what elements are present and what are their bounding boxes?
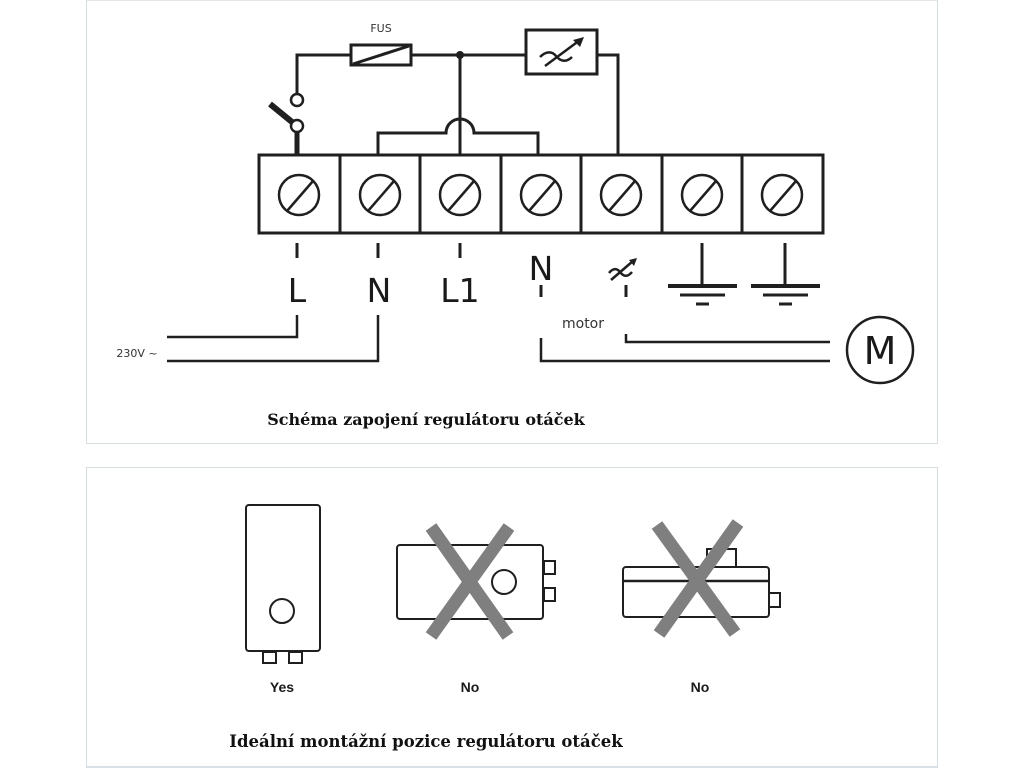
screw-icon <box>680 173 724 217</box>
fuse-icon <box>349 43 413 67</box>
terminal-screws <box>277 173 804 217</box>
motor-symbol: M <box>864 329 897 373</box>
motor-icon <box>845 315 915 385</box>
variable-regulator-icon <box>608 258 637 281</box>
screw-icon <box>519 173 563 217</box>
screw-icon <box>599 173 643 217</box>
motor-wires <box>539 334 830 363</box>
wire-neutral-bridge <box>376 117 540 155</box>
mounting-option-vertical <box>245 504 321 664</box>
cross-icon <box>425 523 515 640</box>
wire-regulator-to-terminal <box>597 53 620 155</box>
terminal-label-l: L <box>288 271 307 310</box>
wiring-diagram-caption: Schéma zapojení regulátoru otáček <box>267 410 585 429</box>
motor-label: motor <box>562 316 604 332</box>
ground-icon <box>751 243 820 306</box>
option-label-yes: Yes <box>270 679 294 695</box>
cross-icon <box>651 519 744 638</box>
screw-icon <box>358 173 402 217</box>
ground-icon <box>668 243 737 306</box>
top-circuit-wiring <box>295 51 620 155</box>
screw-icon <box>438 173 482 217</box>
terminal-leads <box>295 243 628 297</box>
terminal-block <box>257 153 825 235</box>
option-label-no: No <box>461 679 480 695</box>
terminal-label-n-motor: N <box>529 249 554 288</box>
supply-voltage-label: 230V ~ <box>116 347 157 360</box>
supply-wires <box>167 315 380 363</box>
junction-dot <box>456 51 464 59</box>
mounting-positions-caption: Ideální montážní pozice regulátoru otáče… <box>229 732 623 751</box>
screw-icon <box>760 173 804 217</box>
terminal-label-l1: L1 <box>440 271 479 310</box>
switch-icon <box>268 92 305 155</box>
screw-icon <box>277 173 321 217</box>
wire-switch-to-fuse <box>295 53 351 93</box>
cross-marks <box>425 519 744 640</box>
option-label-no: No <box>691 679 710 695</box>
terminal-label-n: N <box>367 271 392 310</box>
speed-regulator-icon <box>524 28 599 76</box>
fuse-label: FUS <box>370 22 391 35</box>
